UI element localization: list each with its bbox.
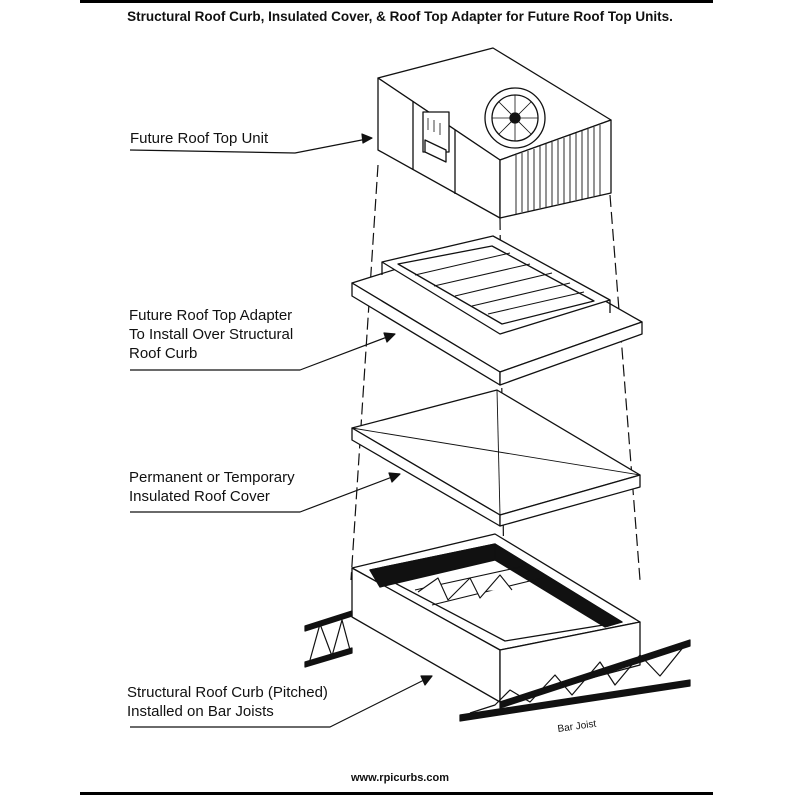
label-cover: Permanent or Temporary Insulated Roof Co… — [129, 468, 295, 506]
leader-lines — [129, 133, 433, 728]
label-curb-line1: Structural Roof Curb (Pitched) — [127, 684, 328, 701]
website-url[interactable]: www.rpicurbs.com — [350, 772, 449, 784]
label-adapter-line1: Future Roof Top Adapter — [129, 307, 293, 324]
bar-joist-left — [304, 610, 353, 668]
top-rule — [80, 0, 713, 3]
label-adapter-line3: Roof Curb — [129, 345, 198, 362]
insulated-roof-cover — [351, 389, 641, 527]
bottom-rule — [80, 792, 713, 795]
label-curb-line2: Installed on Bar Joists — [127, 703, 274, 720]
roof-top-unit — [377, 47, 612, 219]
roof-top-adapter — [351, 235, 643, 386]
label-curb: Structural Roof Curb (Pitched) Installed… — [127, 683, 328, 721]
label-cover-line2: Insulated Roof Cover — [129, 488, 270, 505]
structural-roof-curb — [351, 533, 641, 703]
bar-joist-label: Bar Joist — [557, 719, 597, 735]
label-adapter: Future Roof Top Adapter To Install Over … — [129, 306, 293, 363]
label-cover-line1: Permanent or Temporary — [129, 469, 295, 486]
bar-joist-right — [459, 639, 691, 722]
label-adapter-line2: To Install Over Structural — [129, 326, 294, 343]
label-roof-top-unit: Future Roof Top Unit — [130, 129, 268, 148]
diagram-title: Structural Roof Curb, Insulated Cover, &… — [127, 9, 673, 24]
label-roof-top-unit-line1: Future Roof Top Unit — [130, 130, 269, 147]
